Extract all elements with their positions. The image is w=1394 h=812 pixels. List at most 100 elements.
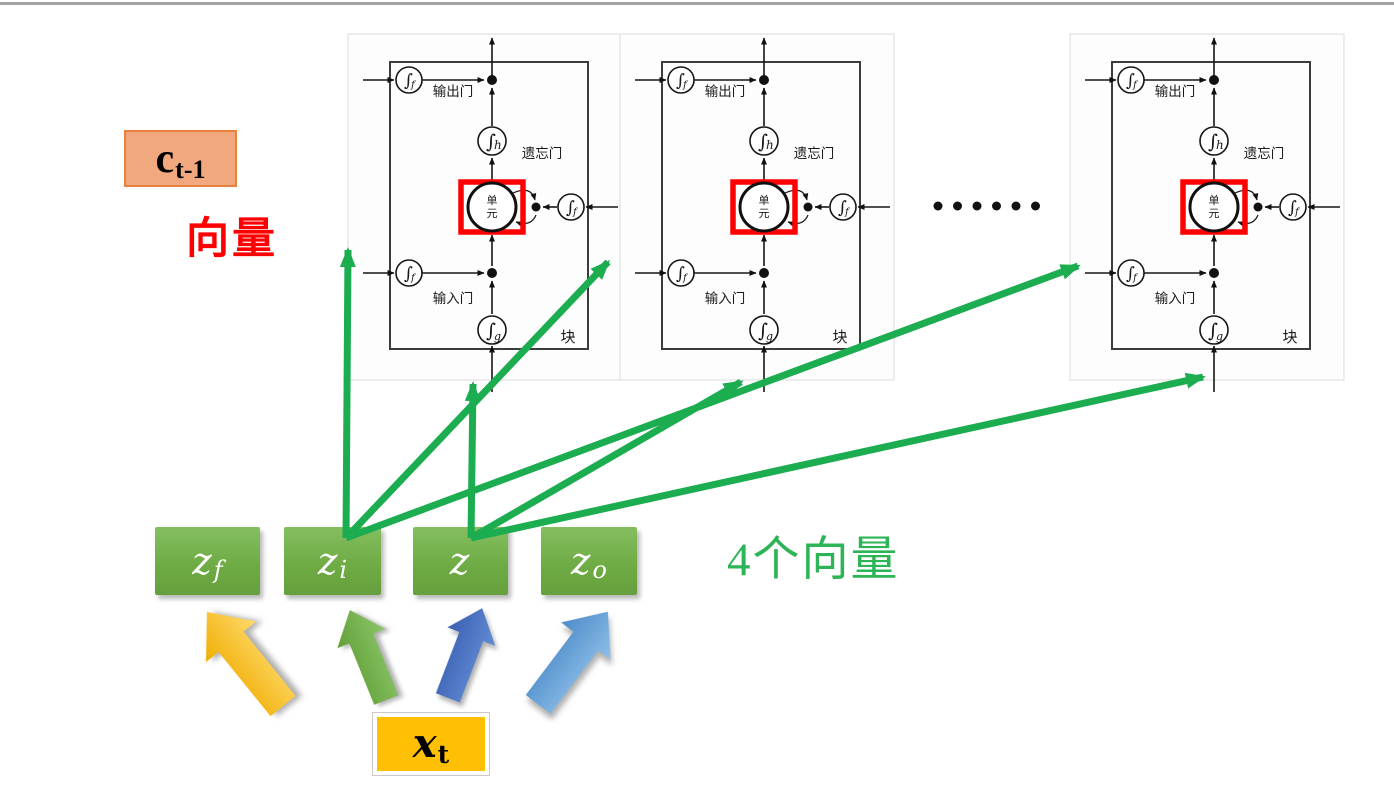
green-arrow-z-to-block1-cell-input [464, 381, 481, 539]
output-gate-sigmoid-icon [1117, 66, 1145, 94]
svg-text:f: f [1132, 273, 1139, 284]
input-gate-label: 输入门 [705, 291, 746, 306]
svg-text:g: g [494, 330, 501, 343]
x-input-box-frame: x t [372, 712, 490, 776]
thick-arrow-xt-to-zf-arrow [205, 611, 296, 717]
lstm-block-diagram-1: ∫ f ∫ h ∫ f ∫ f ∫ g 输出门 遗忘门 输入门 单 元 块 [345, 27, 625, 397]
cell-label-top: 单 [1209, 194, 1220, 207]
svg-text:f: f [844, 207, 851, 218]
top-divider-line [0, 2, 1394, 5]
svg-text:f: f [1294, 207, 1301, 218]
z-vector-box-f: z f [155, 527, 260, 595]
output-squash-h-icon [1199, 126, 1229, 156]
output-gate-label: 输出门 [433, 84, 474, 99]
svg-text:h: h [766, 138, 774, 152]
svg-text:f: f [410, 80, 417, 91]
four-vectors-label-cn: 4个向量 [727, 534, 900, 586]
c-prev-label: c [155, 135, 175, 182]
forget-gate-label: 遗忘门 [794, 146, 835, 161]
memory-cell-circle [1188, 181, 1240, 233]
lstm-block-svg: ∫ f ∫ h ∫ f ∫ f ∫ g 输出门 遗忘门 输入门 单 元 块 [619, 33, 895, 392]
svg-text:f: f [572, 207, 579, 218]
z-box-label: z [317, 539, 338, 583]
green-arrow-z-to-block2-cell-input [469, 378, 744, 542]
forget-gate-label: 遗忘门 [1244, 146, 1285, 161]
input-gate-sigmoid-icon [1117, 259, 1145, 287]
svg-text:f: f [682, 80, 689, 91]
z-box-subscript: o [592, 556, 607, 584]
output-gate-label: 输出门 [1155, 84, 1196, 99]
svg-text:g: g [1216, 330, 1223, 343]
forget-gate-label: 遗忘门 [522, 146, 563, 161]
ellipsis-dots [933, 201, 1040, 211]
x-input-box: x t [377, 717, 485, 771]
gate-glyphs: ∫ f ∫ h ∫ f ∫ f ∫ g [1126, 71, 1301, 343]
junction-dot-output [487, 75, 497, 85]
junction-dot-output [759, 75, 769, 85]
output-squash-h-icon [749, 126, 779, 156]
thick-arrow-xt-to-z-arrow [435, 608, 496, 703]
svg-text:∫: ∫ [1208, 320, 1218, 342]
svg-text:∫: ∫ [838, 198, 847, 218]
junction-dot-input [1209, 268, 1219, 278]
svg-text:∫: ∫ [676, 71, 685, 91]
junction-dot-forget [803, 202, 813, 212]
forget-gate-sigmoid-icon [557, 193, 585, 221]
output-gate-sigmoid-icon [667, 66, 695, 94]
output-gate-sigmoid-icon [395, 66, 423, 94]
svg-text:∫: ∫ [566, 198, 575, 218]
cell-label-top: 单 [759, 194, 770, 207]
z-box-label: z [571, 539, 591, 583]
svg-text:f: f [1132, 80, 1139, 91]
x-input-subscript: t [437, 739, 450, 769]
svg-text:∫: ∫ [1126, 71, 1135, 91]
junction-dot-input [487, 268, 497, 278]
junction-dot-forget [1253, 202, 1263, 212]
thick-arrow-xt-to-zi-arrow [337, 610, 399, 705]
c-prev-box: c t-1 [124, 130, 237, 187]
junction-dot-output [1209, 75, 1219, 85]
z-box-subscript: f [213, 556, 223, 584]
svg-text:∫: ∫ [486, 131, 496, 153]
z-vector-box-o: z o [541, 527, 637, 595]
block-label: 块 [1282, 329, 1297, 346]
svg-text:∫: ∫ [1126, 264, 1135, 284]
output-squash-h-icon [477, 126, 507, 156]
forget-gate-sigmoid-icon [1279, 193, 1307, 221]
forget-gate-sigmoid-icon [829, 193, 857, 221]
green-arrow-z-to-block3-cell-input [470, 372, 1206, 542]
svg-text:h: h [494, 138, 502, 152]
memory-cell-circle [738, 181, 790, 233]
z-box-label: z [192, 539, 212, 583]
z-box-subscript: i [339, 556, 348, 584]
svg-text:∫: ∫ [1208, 131, 1218, 153]
z-vector-box-plain: z [413, 527, 508, 595]
svg-text:∫: ∫ [758, 131, 768, 153]
cell-label-bottom: 元 [759, 208, 770, 220]
lstm-block-svg: ∫ f ∫ h ∫ f ∫ f ∫ g 输出门 遗忘门 输入门 单 元 块 [347, 33, 623, 392]
x-input-label: x [412, 720, 437, 767]
junction-dot-input [759, 268, 769, 278]
z-box-label: z [449, 539, 470, 583]
input-squash-g-icon [1199, 315, 1229, 345]
cell-label-top: 单 [487, 194, 498, 207]
junction-dot-forget [531, 202, 541, 212]
lstm-block-diagram-2: ∫ f ∫ h ∫ f ∫ f ∫ g 输出门 遗忘门 输入门 单 元 块 [617, 27, 897, 397]
output-gate-label: 输出门 [705, 84, 746, 99]
svg-text:h: h [1216, 138, 1224, 152]
svg-text:g: g [766, 330, 773, 343]
thick-arrow-xt-to-zo-arrow [525, 611, 611, 714]
svg-text:∫: ∫ [1288, 198, 1297, 218]
svg-text:∫: ∫ [404, 71, 413, 91]
block-wires [1085, 37, 1340, 392]
z-vector-box-i: z i [284, 527, 381, 595]
lstm-block-diagram-3: ∫ f ∫ h ∫ f ∫ f ∫ g 输出门 遗忘门 输入门 单 元 块 [1067, 27, 1347, 397]
input-gate-label: 输入门 [433, 291, 474, 306]
block-label: 块 [832, 329, 847, 346]
cell-label-bottom: 元 [1209, 208, 1220, 220]
block-label: 块 [560, 329, 575, 346]
input-gate-label: 输入门 [1155, 291, 1196, 306]
c-prev-subscript: t-1 [175, 154, 206, 184]
vector-label-cn: 向量 [186, 216, 278, 263]
